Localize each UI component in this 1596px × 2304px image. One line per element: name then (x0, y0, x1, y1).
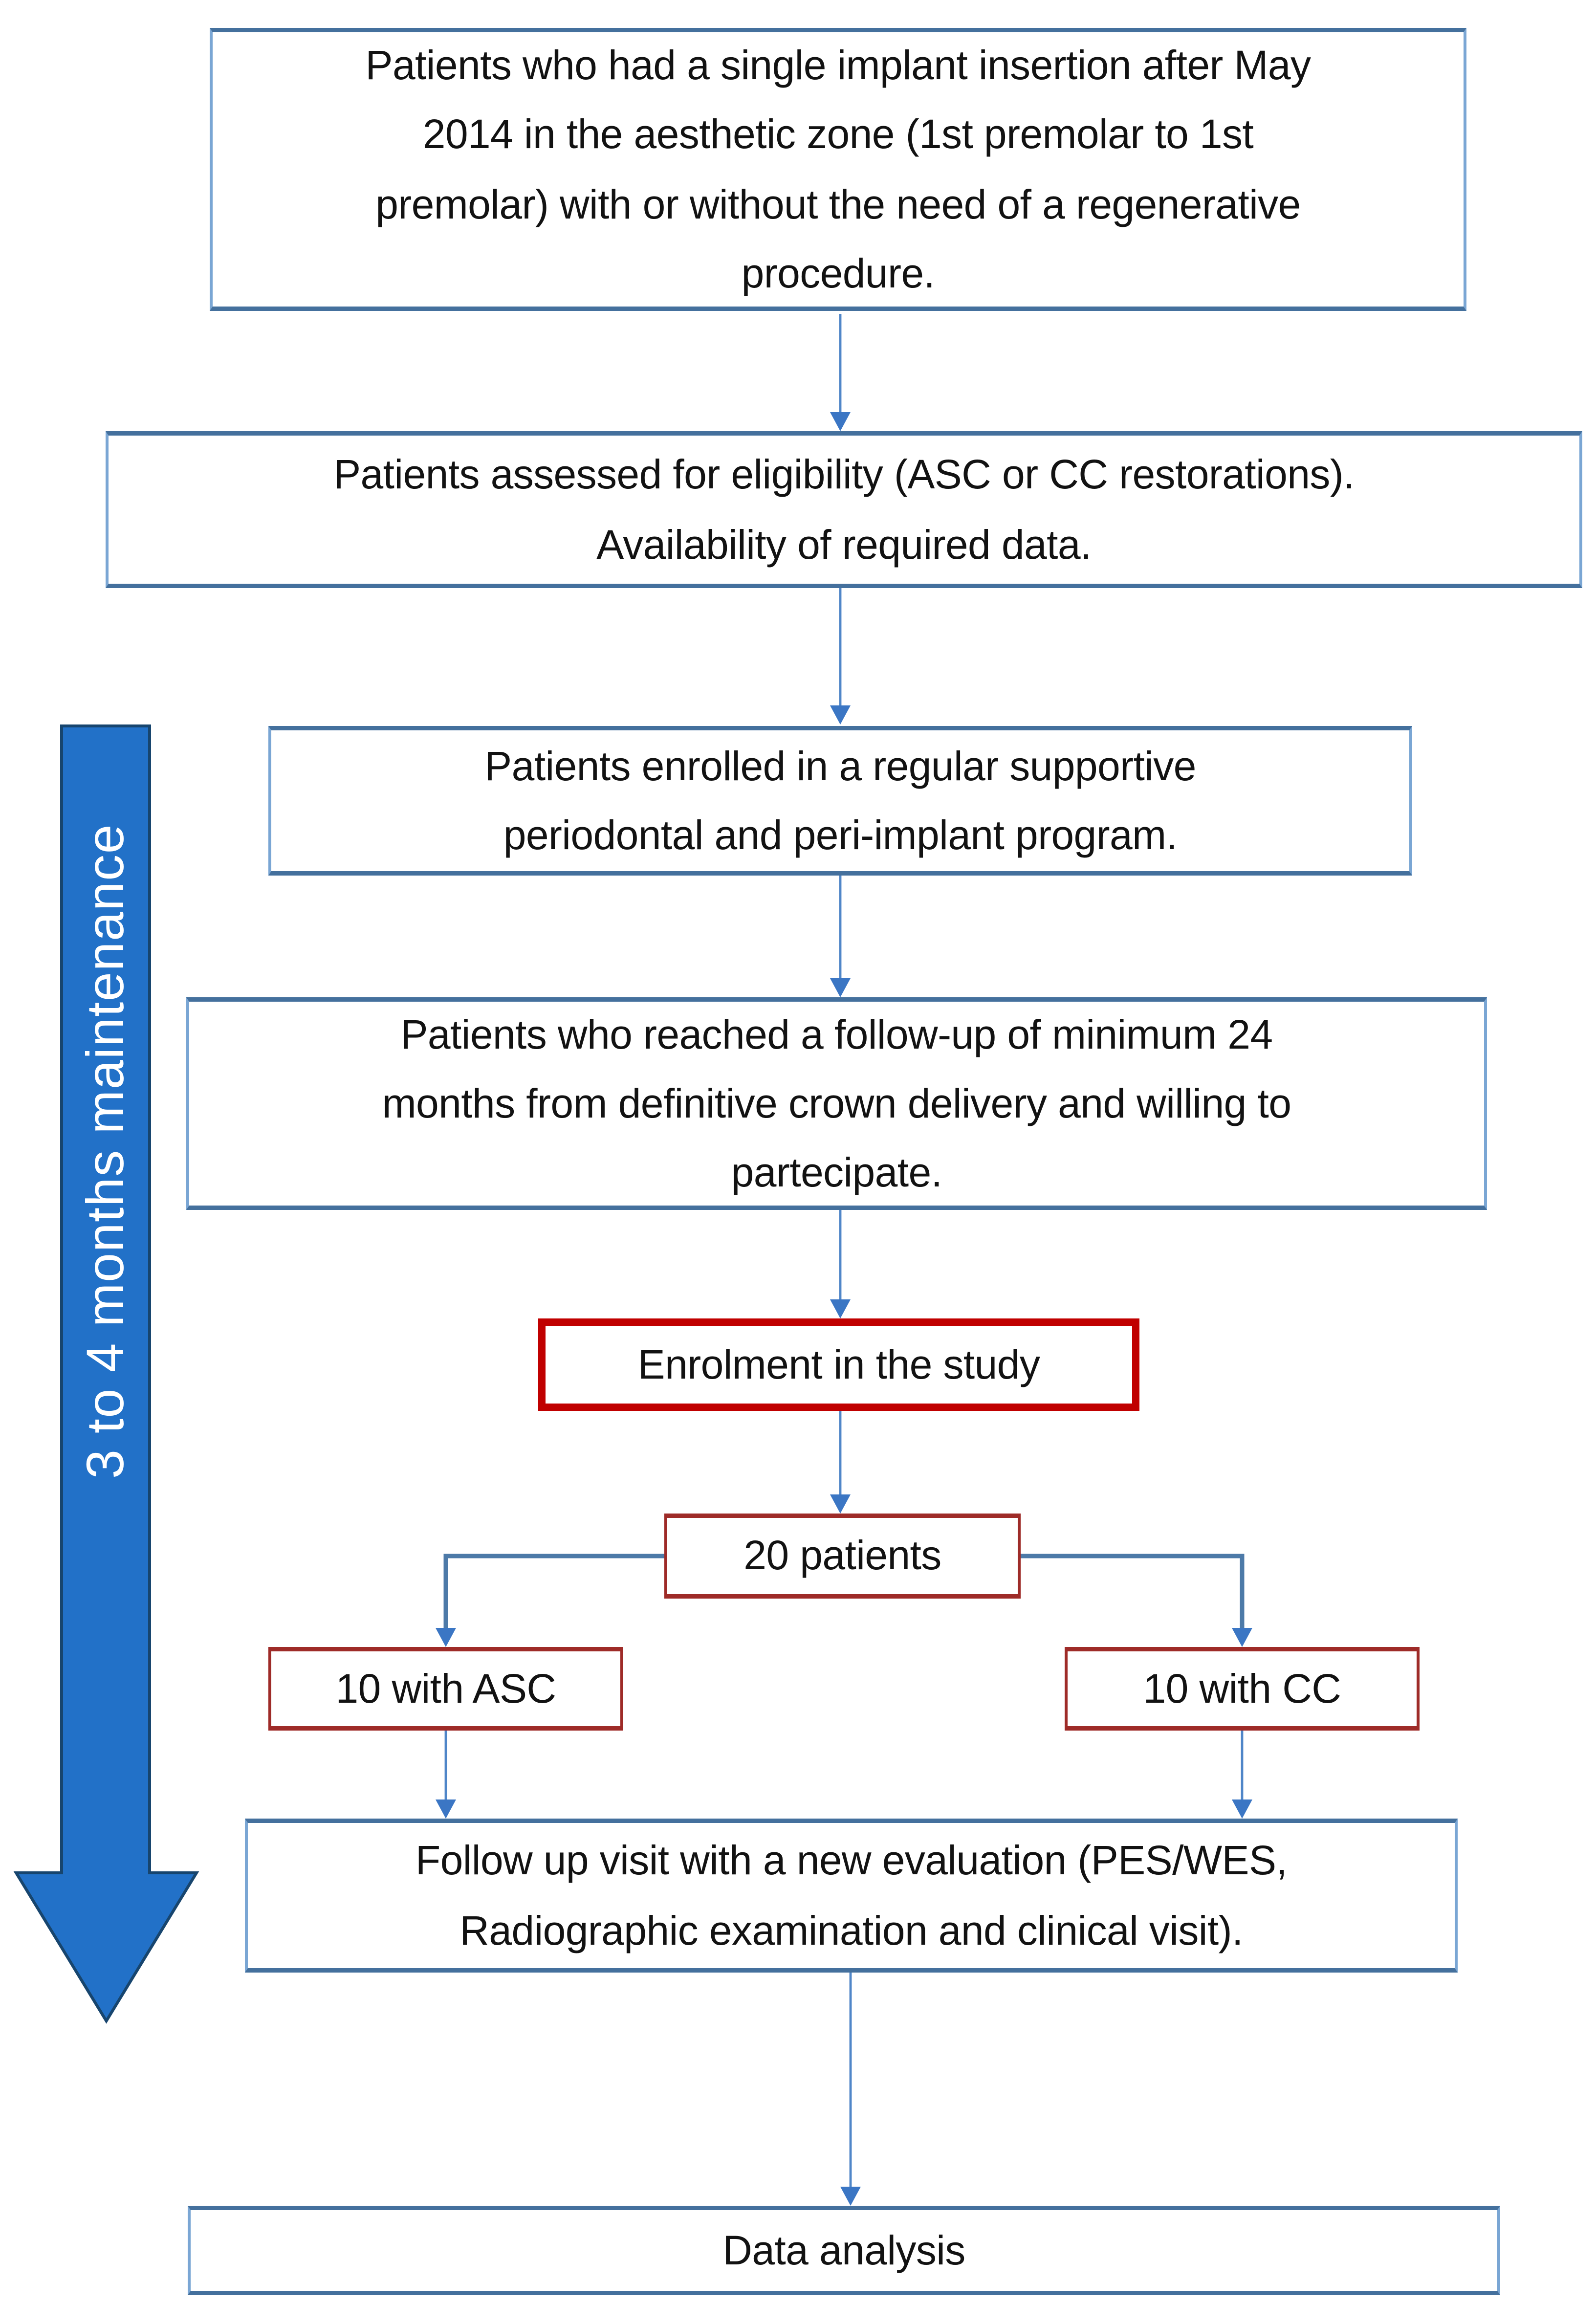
arrow-asc-to-followup-visit (436, 1731, 456, 1819)
branch-20-patients-to-asc (436, 1554, 664, 1647)
arrow-maintenance-program-to-followup-minimum (830, 876, 851, 997)
node-10-with-cc-text: 10 with CC (1143, 1666, 1341, 1712)
node-inclusion: Patients who had a single implant insert… (210, 28, 1466, 311)
node-maintenance-program-text: Patients enrolled in a regular supportiv… (484, 743, 1196, 858)
node-20-patients-text: 20 patients (743, 1533, 941, 1579)
node-followup-visit: Follow up visit with a new evaluation (P… (245, 1819, 1458, 1973)
node-followup-visit-text: Follow up visit with a new evaluation (P… (415, 1838, 1288, 1953)
maintenance-arrow-shape (13, 724, 199, 2024)
node-data-analysis: Data analysis (188, 2206, 1500, 2295)
arrow-followup-minimum-to-enrolment (830, 1210, 851, 1318)
node-inclusion-text: Patients who had a single implant insert… (365, 43, 1312, 296)
maintenance-arrow (13, 724, 199, 2024)
node-followup-minimum: Patients who reached a follow-up of mini… (186, 997, 1487, 1210)
node-eligibility: Patients assessed for eligibility (ASC o… (106, 431, 1582, 588)
node-eligibility-text: Patients assessed for eligibility (ASC o… (333, 452, 1355, 567)
arrow-eligibility-to-maintenance-program (830, 588, 851, 724)
node-10-with-asc: 10 with ASC (268, 1647, 623, 1731)
arrow-enrolment-to-20-patients (830, 1411, 851, 1514)
branch-20-patients-to-cc (1021, 1554, 1252, 1647)
node-maintenance-program: Patients enrolled in a regular supportiv… (268, 726, 1412, 876)
arrow-cc-to-followup-visit (1232, 1731, 1252, 1819)
node-data-analysis-text: Data analysis (722, 2227, 965, 2273)
node-10-with-cc: 10 with CC (1065, 1647, 1420, 1731)
arrow-inclusion-to-eligibility (830, 314, 851, 431)
node-followup-minimum-text: Patients who reached a follow-up of mini… (382, 1011, 1291, 1196)
maintenance-arrow-label: 3 to 4 months maintenance (75, 823, 135, 1479)
node-enrolment-text: Enrolment in the study (637, 1341, 1040, 1387)
node-20-patients: 20 patients (664, 1514, 1021, 1599)
node-enrolment: Enrolment in the study (538, 1318, 1139, 1411)
arrow-followup-visit-to-data-analysis (840, 1973, 861, 2206)
node-10-with-asc-text: 10 with ASC (335, 1666, 556, 1712)
